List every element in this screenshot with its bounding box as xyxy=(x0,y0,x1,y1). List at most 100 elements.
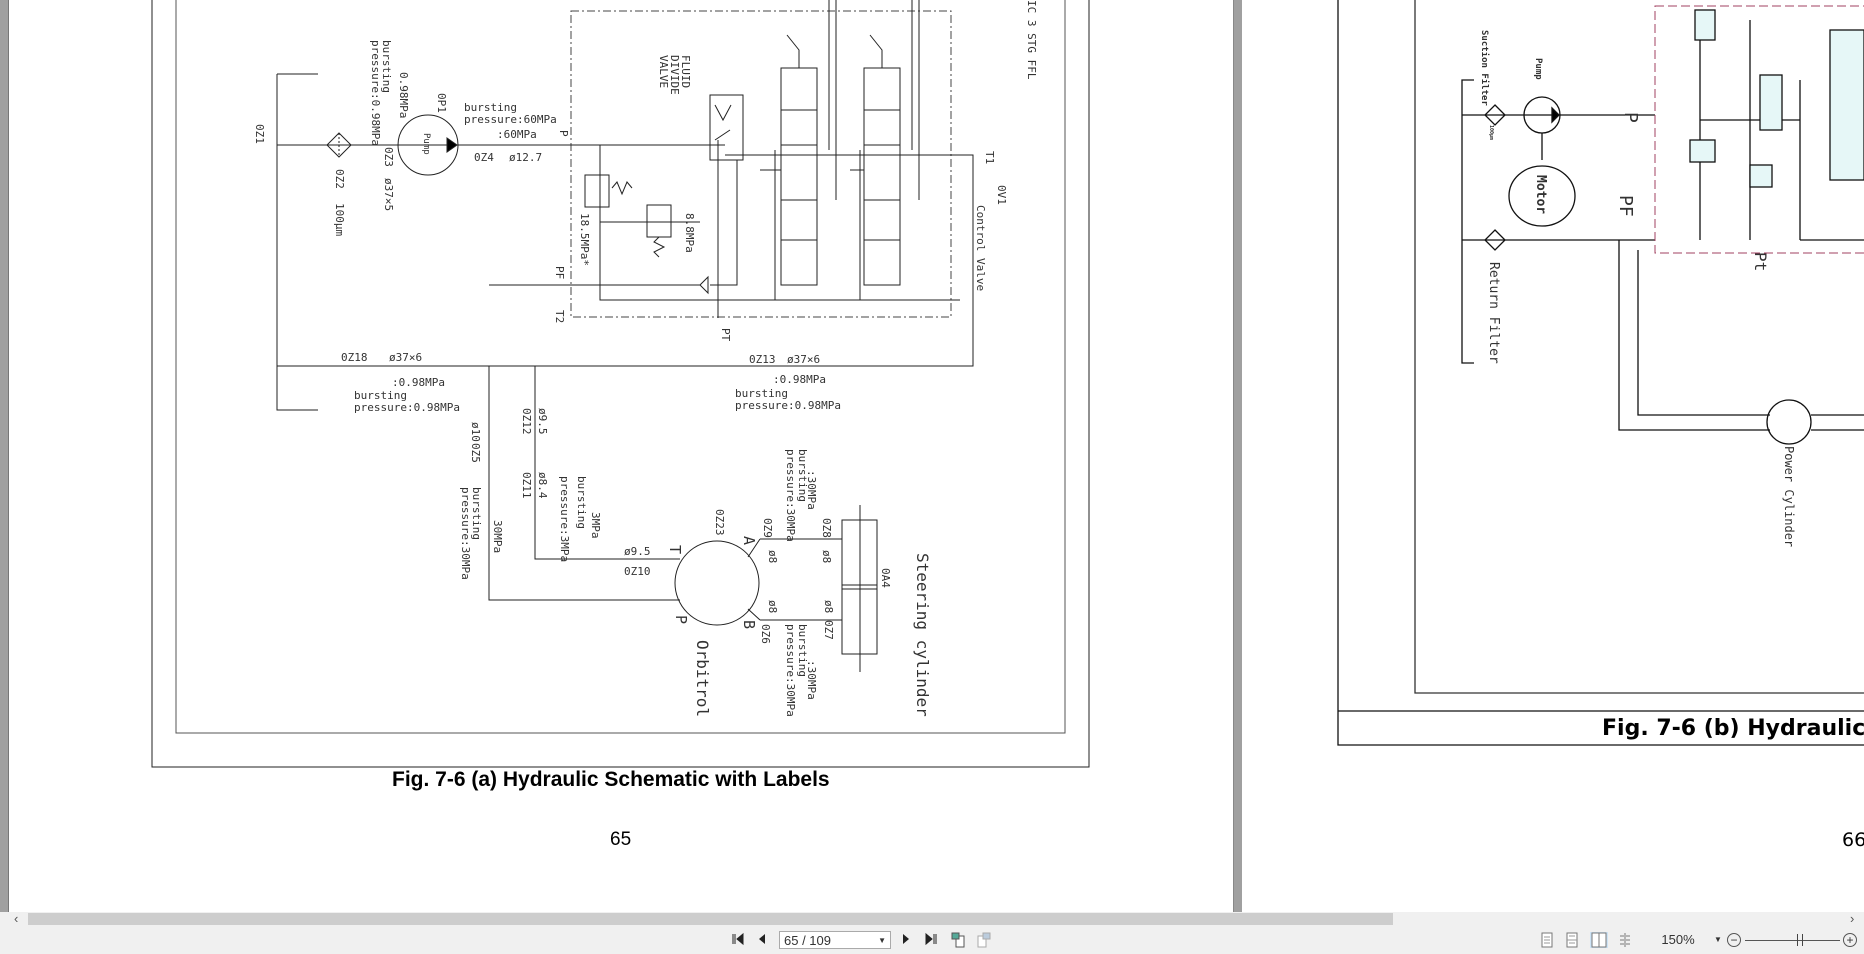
label: :0.98MPa xyxy=(773,373,826,386)
orbitrol-label: Orbitrol xyxy=(693,640,712,717)
label: bursting xyxy=(735,387,788,400)
part-tag: 0P1 xyxy=(435,93,448,113)
part-tag: 0Z23 xyxy=(713,509,726,536)
hydraulic-schematic-b: Suction Filter Pump Motor P PF Pt Return… xyxy=(1337,0,1864,746)
next-view-icon xyxy=(977,932,991,948)
previous-page-icon xyxy=(759,934,765,944)
part-tag: 0V1 xyxy=(995,185,1008,205)
scroll-left-button[interactable]: ‹ xyxy=(14,911,19,926)
pump-label: Pump xyxy=(421,133,431,155)
page-number: 66 xyxy=(1842,829,1864,851)
label: 0.98MPa xyxy=(397,72,410,118)
label: 3MPa xyxy=(589,512,602,539)
part-tag: 0Z11 xyxy=(520,472,533,499)
suction-filter-label: Suction Filter xyxy=(1479,30,1490,106)
part-tag: 0Z10 xyxy=(624,565,651,578)
label: ø12.7 xyxy=(509,151,542,164)
continuous-facing-view-button[interactable] xyxy=(1618,932,1632,948)
steering-cylinder-label: Steering cylinder xyxy=(913,553,932,717)
label: pressure:0.98MPa xyxy=(354,401,460,414)
single-page-icon xyxy=(1541,932,1553,948)
previous-page-button[interactable] xyxy=(756,932,768,948)
motor-label: Motor xyxy=(1533,175,1548,214)
facing-pages-icon xyxy=(1591,932,1607,948)
zoom-in-button[interactable]: + xyxy=(1843,933,1857,947)
label: ø8 xyxy=(766,600,779,613)
chevron-down-icon[interactable]: ▼ xyxy=(878,936,886,945)
label: :30MPa xyxy=(805,470,818,510)
port-label: PT xyxy=(719,328,732,342)
label: pressure:3MPa xyxy=(558,476,571,562)
label: pressure:30MPa xyxy=(784,449,797,542)
zoom-out-button[interactable]: − xyxy=(1727,933,1741,947)
label: bursting xyxy=(354,389,407,402)
part-tag: 0Z6 xyxy=(759,624,772,644)
label: bursting xyxy=(464,101,517,114)
part-tag: 0Z2 xyxy=(333,169,346,189)
next-view-button[interactable] xyxy=(976,932,992,948)
port-label: P xyxy=(557,130,570,137)
orbitrol-circle xyxy=(674,540,760,626)
label: VALVE xyxy=(657,55,670,88)
pump-label: Pump xyxy=(1533,58,1543,80)
label: bursting xyxy=(575,476,588,529)
scrollbar-thumb[interactable] xyxy=(28,913,1393,925)
part-tag: 0Z5 xyxy=(469,443,482,463)
part-tag: 0Z18 xyxy=(341,351,368,364)
first-page-button[interactable] xyxy=(731,932,745,948)
label: bursting xyxy=(796,449,809,502)
label: DIVIDE xyxy=(668,55,681,95)
port-label: T1 xyxy=(983,151,996,164)
part-tag: 0A4 xyxy=(879,568,892,588)
label: ø37×6 xyxy=(787,353,820,366)
label: pressure:30MPa xyxy=(784,624,797,717)
label: FLUID xyxy=(679,55,692,88)
power-cylinder-label: Power Cylinder xyxy=(1782,446,1796,547)
plus-icon: + xyxy=(1846,933,1854,947)
facing-view-button[interactable] xyxy=(1590,932,1608,948)
single-page-view-button[interactable] xyxy=(1540,932,1554,948)
part-tag: 0Z12 xyxy=(520,408,533,435)
label: 100μm xyxy=(333,203,346,236)
left-panel-edge xyxy=(0,0,9,912)
horizontal-scrollbar[interactable]: ‹ › xyxy=(0,912,1864,926)
label: ø37×5 xyxy=(382,178,395,211)
label: bursting xyxy=(380,40,393,93)
page-number-input[interactable]: 65 / 109 ▼ xyxy=(779,931,891,949)
navigation-toolbar: 65 / 109 ▼ 150% ▼ − + xyxy=(0,926,1864,954)
port-label: B xyxy=(740,620,758,629)
part-tag: 0Z8 xyxy=(820,518,833,538)
next-page-icon xyxy=(903,934,909,944)
minus-icon: − xyxy=(1730,933,1738,947)
zoom-slider-thumb[interactable] xyxy=(1797,934,1803,946)
part-tag: 0Z1 xyxy=(253,124,266,144)
continuous-view-button[interactable] xyxy=(1565,932,1579,948)
figure-frame xyxy=(1337,0,1864,746)
zoom-dropdown-icon[interactable]: ▼ xyxy=(1714,935,1722,944)
label: IC 3 STG FFL xyxy=(1025,0,1038,80)
previous-view-button[interactable] xyxy=(950,932,966,948)
first-page-icon xyxy=(732,932,744,946)
zoom-slider[interactable] xyxy=(1745,940,1840,941)
page-number: 65 xyxy=(610,829,632,850)
figure-frame xyxy=(151,0,1090,768)
next-page-button[interactable] xyxy=(900,932,912,948)
last-page-button[interactable] xyxy=(924,932,938,948)
scroll-right-button[interactable]: › xyxy=(1850,911,1855,926)
part-tag: 0Z7 xyxy=(822,620,835,640)
label: bursting xyxy=(470,487,483,540)
port-label: T xyxy=(666,545,684,554)
label: pressure:0.98MPa xyxy=(369,40,382,146)
port-label: A xyxy=(740,536,758,545)
part-tag: 0Z9 xyxy=(761,518,774,538)
label: 8.8MPa xyxy=(683,213,696,253)
part-tag: 0Z13 xyxy=(749,353,776,366)
figure-caption: Fig. 7-6 (a) Hydraulic Schematic with La… xyxy=(392,768,830,791)
page-number-value: 65 / 109 xyxy=(784,933,831,948)
label: bursting xyxy=(796,624,809,677)
label: :0.98MPa xyxy=(392,376,445,389)
control-valve-boundary xyxy=(570,10,952,318)
label: ø9.5 xyxy=(536,408,549,435)
port-label: P xyxy=(672,615,690,624)
zoom-level[interactable]: 150% xyxy=(1661,932,1695,947)
